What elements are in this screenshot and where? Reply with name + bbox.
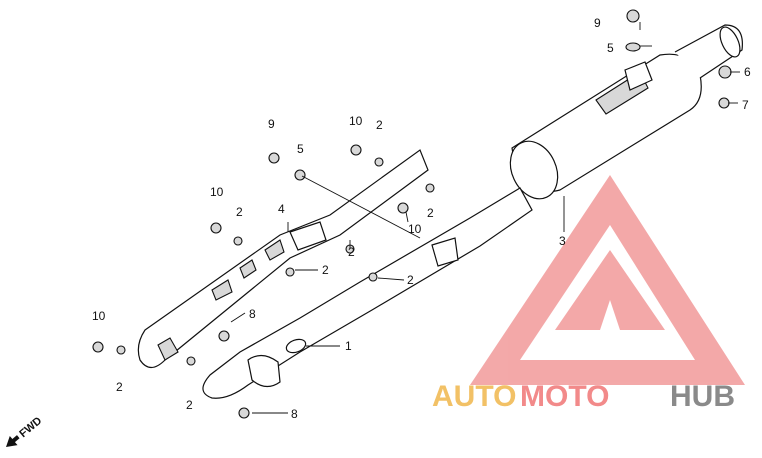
fwd-label: FWD <box>17 415 44 440</box>
callout-8-a: 8 <box>249 307 256 321</box>
callout-9-top: 9 <box>594 16 601 30</box>
callout-2-low: 2 <box>116 380 123 394</box>
flange <box>247 354 281 388</box>
callout-10-mid: 10 <box>349 114 363 128</box>
gasket <box>285 338 307 354</box>
callout-2-left: 2 <box>236 205 243 219</box>
watermark-moto: MOTO <box>520 380 609 413</box>
watermark-text: AUTO MOTO HUB <box>432 380 735 413</box>
leader-lines <box>230 22 740 414</box>
fwd-indicator: FWD <box>6 415 44 447</box>
muffler <box>509 24 743 200</box>
callout-10-right: 10 <box>408 222 422 236</box>
callout-3: 3 <box>559 234 566 248</box>
exhaust-pipe <box>202 187 533 399</box>
callout-10-low: 10 <box>92 309 106 323</box>
callout-4: 4 <box>278 202 285 216</box>
callout-2-c: 2 <box>407 273 414 287</box>
callout-2-b: 2 <box>322 263 329 277</box>
callout-2-mid: 2 <box>376 118 383 132</box>
callout-5-top: 5 <box>607 41 614 55</box>
callout-8-b: 8 <box>291 407 298 421</box>
watermark-auto: AUTO <box>432 380 516 413</box>
callout-1: 1 <box>345 339 352 353</box>
callout-6: 6 <box>744 65 751 79</box>
callout-2-a: 2 <box>348 245 355 259</box>
callout-7: 7 <box>742 98 749 112</box>
callout-2-d: 2 <box>186 398 193 412</box>
callout-labels: 9 5 6 7 3 9 5 10 2 10 2 4 2 2 10 2 2 8 1… <box>92 16 751 421</box>
callout-2-right: 2 <box>427 206 434 220</box>
callout-5-mid: 5 <box>297 142 304 156</box>
watermark-hub: HUB <box>670 380 735 413</box>
watermark-logo <box>470 175 745 385</box>
hardware <box>92 9 732 419</box>
callout-10-left: 10 <box>210 185 224 199</box>
callout-9-mid: 9 <box>268 117 275 131</box>
